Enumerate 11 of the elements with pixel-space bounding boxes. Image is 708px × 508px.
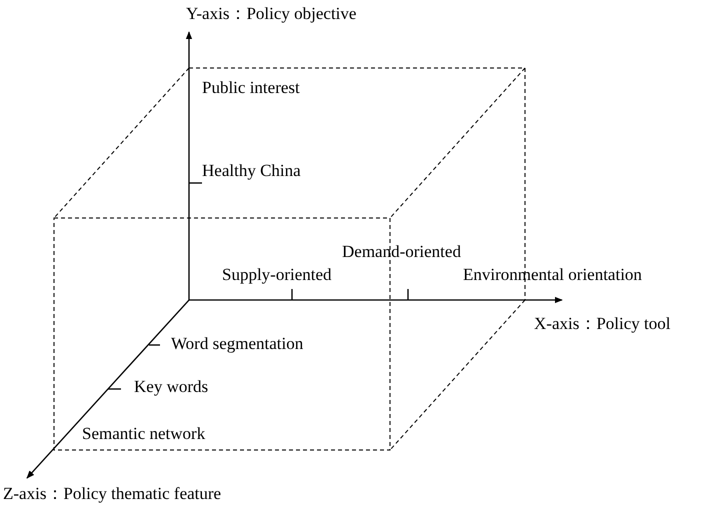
axis-title: X-axis：Policy tool <box>534 314 670 334</box>
axis-value-label: Supply-oriented <box>222 265 332 285</box>
axis-value-label: Key words <box>134 377 208 397</box>
axis-title: Y-axis：Policy objective <box>186 4 356 24</box>
axis-value-label: Healthy China <box>202 161 301 181</box>
axis-value-label: Public interest <box>202 78 300 98</box>
axis-value-label: Word segmentation <box>171 334 304 354</box>
axis-title: Z-axis：Policy thematic feature <box>3 484 222 504</box>
axis-value-label: Environmental orientation <box>463 265 642 285</box>
axis-value-label: Semantic network <box>82 424 206 444</box>
axis-value-label: Demand-oriented <box>342 242 461 262</box>
